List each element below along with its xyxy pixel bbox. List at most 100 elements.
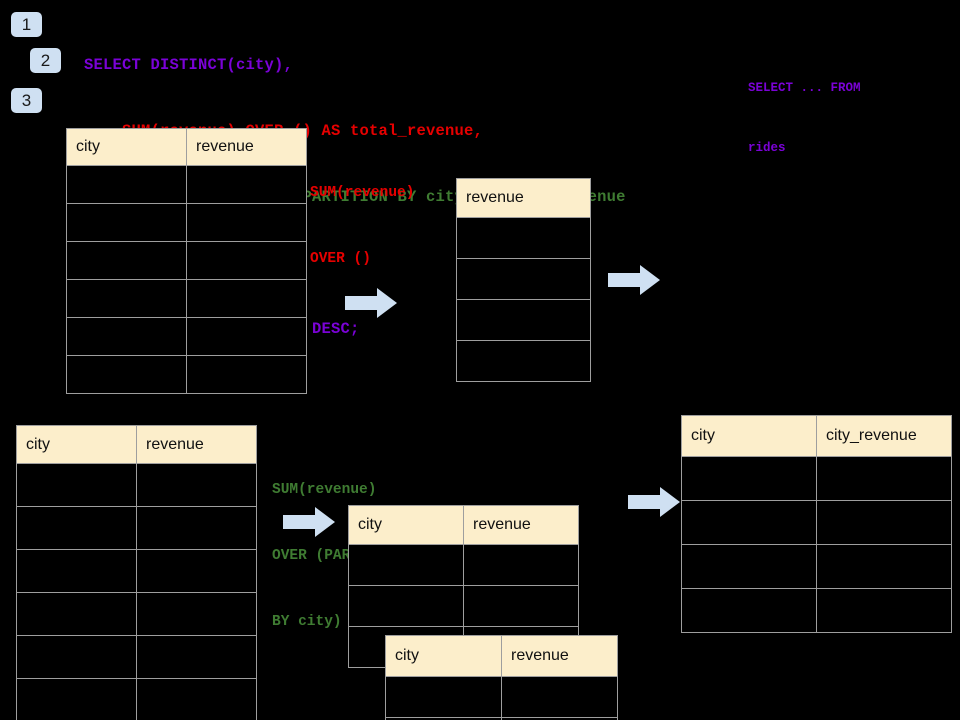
table-cell [463, 544, 579, 586]
table-cell [186, 317, 307, 356]
arrow-rides-to-total-revenue [345, 288, 397, 318]
table-header-row: city revenue [66, 128, 307, 166]
step-badge-2: 2 [30, 48, 61, 73]
table-row [681, 544, 952, 589]
rides-source-table-top: city revenue [66, 128, 307, 394]
column-header-city: city [681, 415, 817, 457]
table-row [348, 544, 579, 586]
column-header-city: city [66, 128, 187, 166]
table-cell [456, 217, 591, 259]
table-row [16, 506, 257, 550]
rides-source-table-bottom: city revenue [16, 425, 257, 720]
side-note-select-from: SELECT ... FROM rides [748, 38, 861, 198]
table-cell [16, 635, 137, 679]
table-row [456, 258, 591, 300]
table-row [16, 592, 257, 636]
table-header-row: city city_revenue [681, 415, 952, 457]
table-row [385, 676, 618, 718]
table-cell [186, 203, 307, 242]
table-cell [348, 544, 464, 586]
table-row [348, 585, 579, 627]
table-row [456, 217, 591, 259]
table-cell [816, 456, 952, 501]
sql-line-select: SELECT DISTINCT(city), [84, 56, 294, 74]
table-row [66, 241, 307, 280]
table-row [16, 549, 257, 593]
table-row [16, 463, 257, 507]
table-header-row: city revenue [385, 635, 618, 677]
table-header-row: city revenue [16, 425, 257, 464]
table-row [681, 500, 952, 545]
table-cell [186, 279, 307, 318]
table-cell [66, 241, 187, 280]
annotation-city-revenue-line-3: BY city) [272, 614, 342, 630]
table-header-row: city revenue [348, 505, 579, 545]
final-result-table: city city_revenue [681, 415, 952, 633]
column-header-city: city [348, 505, 464, 545]
table-cell [66, 279, 187, 318]
arrow-rides-to-partition [283, 507, 335, 537]
table-cell [456, 299, 591, 341]
table-cell [136, 549, 257, 593]
table-cell [136, 506, 257, 550]
table-cell [456, 340, 591, 382]
table-row [456, 340, 591, 382]
step-badge-1: 1 [11, 12, 42, 37]
table-cell [681, 456, 817, 501]
annotation-city-revenue-line-1: SUM(revenue) [272, 482, 377, 498]
column-header-revenue: revenue [136, 425, 257, 464]
table-row [385, 717, 618, 720]
table-cell [186, 355, 307, 394]
column-header-revenue: revenue [501, 635, 618, 677]
table-row [681, 588, 952, 633]
table-cell [136, 463, 257, 507]
table-row [66, 279, 307, 318]
table-cell [816, 500, 952, 545]
side-note-line-2: rides [748, 141, 786, 155]
annotation-city-revenue: SUM(revenue) OVER (PARTITION BY city) [272, 435, 403, 677]
table-row [66, 355, 307, 394]
total-revenue-table: revenue [456, 178, 591, 382]
arrow-total-revenue-to-result [608, 265, 660, 295]
table-cell [501, 676, 618, 718]
table-cell [16, 506, 137, 550]
column-header-revenue: revenue [186, 128, 307, 166]
table-cell [501, 717, 618, 720]
table-cell [16, 549, 137, 593]
table-cell [385, 676, 502, 718]
table-cell [136, 635, 257, 679]
table-cell [66, 355, 187, 394]
table-header-row: revenue [456, 178, 591, 218]
table-cell [16, 463, 137, 507]
step-badge-3: 3 [11, 88, 42, 113]
table-row [681, 456, 952, 501]
table-cell [463, 585, 579, 627]
table-cell [66, 317, 187, 356]
table-cell [66, 165, 187, 204]
table-row [456, 299, 591, 341]
partition-group-table-front: city revenue [385, 635, 618, 720]
table-cell [681, 588, 817, 633]
annotation-total-revenue: SUM(revenue) OVER () [310, 138, 414, 314]
table-row [66, 203, 307, 242]
table-cell [681, 500, 817, 545]
table-cell [186, 241, 307, 280]
table-cell [816, 544, 952, 589]
annotation-total-revenue-line-1: SUM(revenue) [310, 185, 415, 201]
column-header-revenue: revenue [456, 178, 591, 218]
table-cell [16, 678, 137, 720]
side-note-line-1: SELECT ... FROM [748, 81, 861, 95]
table-row [66, 317, 307, 356]
table-cell [16, 592, 137, 636]
table-cell [456, 258, 591, 300]
arrow-partition-to-result [628, 487, 680, 517]
column-header-city: city [385, 635, 502, 677]
column-header-revenue: revenue [463, 505, 579, 545]
table-cell [136, 678, 257, 720]
column-header-city-revenue: city_revenue [816, 415, 952, 457]
table-cell [816, 588, 952, 633]
table-row [66, 165, 307, 204]
table-row [16, 678, 257, 720]
column-header-city: city [16, 425, 137, 464]
